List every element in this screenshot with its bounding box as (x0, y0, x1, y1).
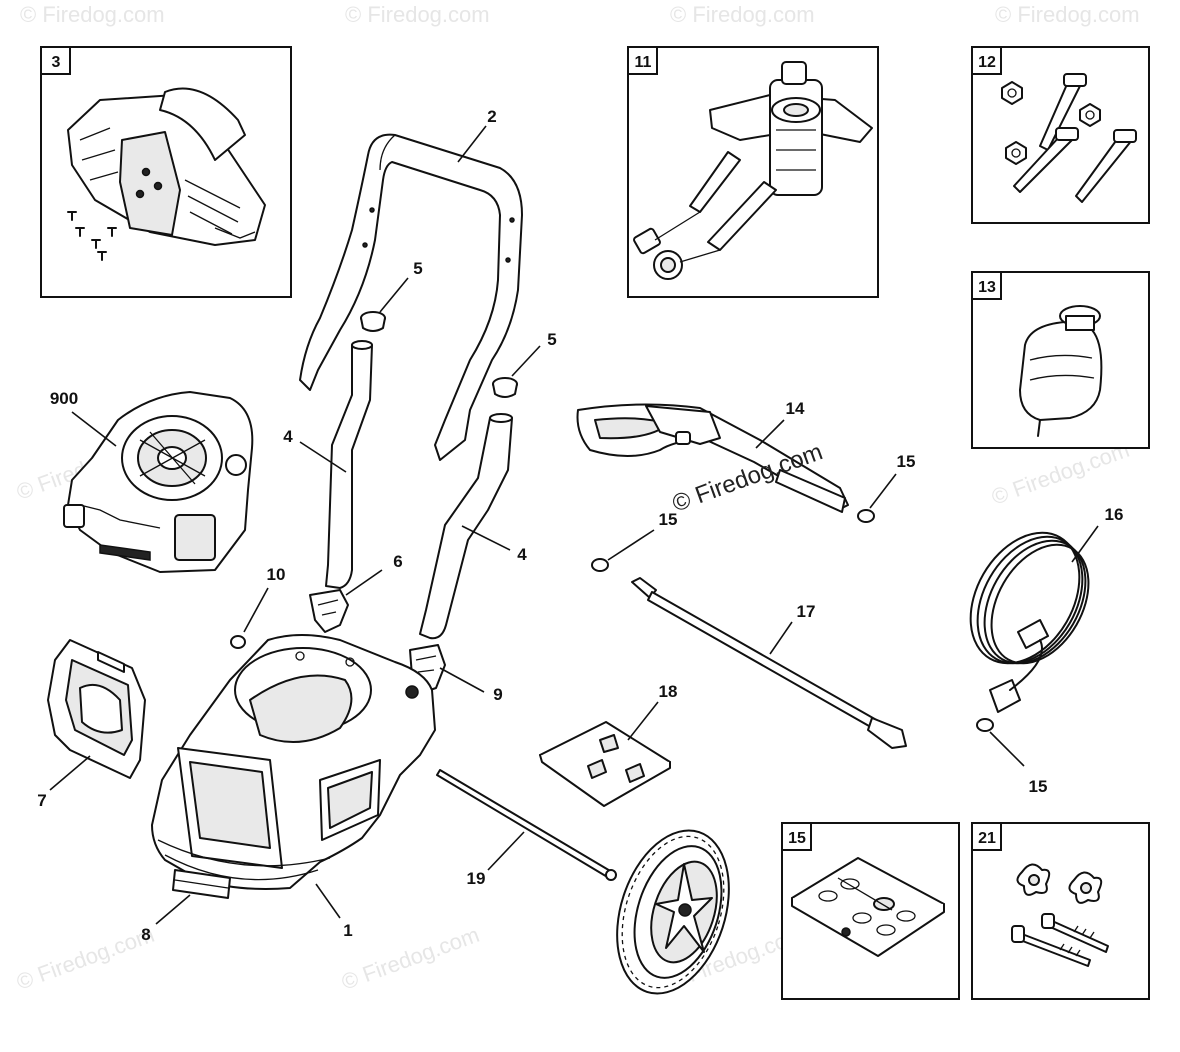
foot-pad-part-8 (172, 869, 231, 899)
bracket-assembly-drawing (67, 87, 266, 261)
watermark: © Firedog.com (20, 2, 165, 27)
callout-label: 4 (517, 545, 527, 564)
callout-label: 5 (413, 259, 422, 278)
engine-part-900 (63, 391, 254, 573)
bracket-part-6 (309, 589, 349, 633)
callout-label: 6 (393, 552, 402, 571)
callout-label: 18 (659, 682, 678, 701)
callout-label: 900 (50, 389, 78, 408)
watermark: © Firedog.com (13, 922, 157, 995)
spray-gun-part-14 (576, 403, 849, 513)
hardware-drawing (1001, 73, 1137, 203)
knob-hardware-drawing (1011, 863, 1109, 967)
callout-label: 8 (141, 925, 150, 944)
frame-part-1 (151, 634, 436, 890)
callout-label: 19 (467, 869, 486, 888)
callout-layer: 2 5 5 4 4 900 6 10 9 7 8 1 19 18 17 14 1 (37, 107, 1123, 944)
pump-drawing (633, 61, 873, 280)
inset-box-3: 3 (40, 46, 292, 298)
axle-part-19 (436, 769, 617, 881)
nozzle-kit-drawing (791, 857, 945, 957)
cap-part-5-right (492, 377, 518, 398)
clip-part-10 (230, 635, 246, 649)
callout-label: 2 (487, 107, 496, 126)
grip-part-7 (47, 639, 146, 779)
inset-box-12: 12 (971, 46, 1150, 224)
lance-part-17 (631, 577, 907, 749)
callout-label: 14 (786, 399, 805, 418)
wheel-part (616, 829, 730, 995)
nozzle-bag-part-18 (539, 721, 671, 807)
screw-set (67, 211, 117, 261)
callout-label: 15 (1029, 777, 1048, 796)
callout-label: 15 (659, 510, 678, 529)
watermark: © Firedog.com (995, 2, 1140, 27)
callout-label: 17 (797, 602, 816, 621)
cap-part-5-left (360, 311, 386, 332)
box-label: 12 (978, 54, 996, 71)
handle-part-2 (299, 133, 523, 461)
o-ring-part-15-b (591, 558, 609, 572)
inset-box-13: 13 (971, 271, 1150, 449)
box-label: 11 (635, 54, 652, 71)
lower-tube-part-4-right (419, 413, 513, 640)
o-ring-part-15-a (857, 509, 875, 523)
callout-label: 1 (343, 921, 352, 940)
callout-label: 7 (37, 791, 46, 810)
callout-label: 15 (897, 452, 916, 471)
callout-label: 4 (283, 427, 293, 446)
inset-box-21: 21 (971, 822, 1150, 1000)
o-ring-part-15-c (976, 718, 994, 732)
callout-label: 5 (547, 330, 556, 349)
callout-label: 9 (493, 685, 502, 704)
box-label: 21 (978, 830, 996, 847)
watermark: © Firedog.com (338, 922, 482, 995)
inset-box-15: 15 (781, 822, 960, 1000)
fuel-tank-drawing (1019, 305, 1103, 437)
lower-tube-part-4-left (325, 340, 373, 589)
hose-part-16 (969, 531, 1090, 713)
inset-box-11: 11 (627, 46, 879, 298)
watermark: © Firedog.com (345, 2, 490, 27)
box-label: 3 (52, 54, 61, 71)
box-label: 15 (788, 830, 806, 847)
watermark: © Firedog.com (670, 2, 815, 27)
box-label: 13 (978, 279, 996, 296)
callout-label: 10 (267, 565, 286, 584)
callout-label: 16 (1105, 505, 1124, 524)
